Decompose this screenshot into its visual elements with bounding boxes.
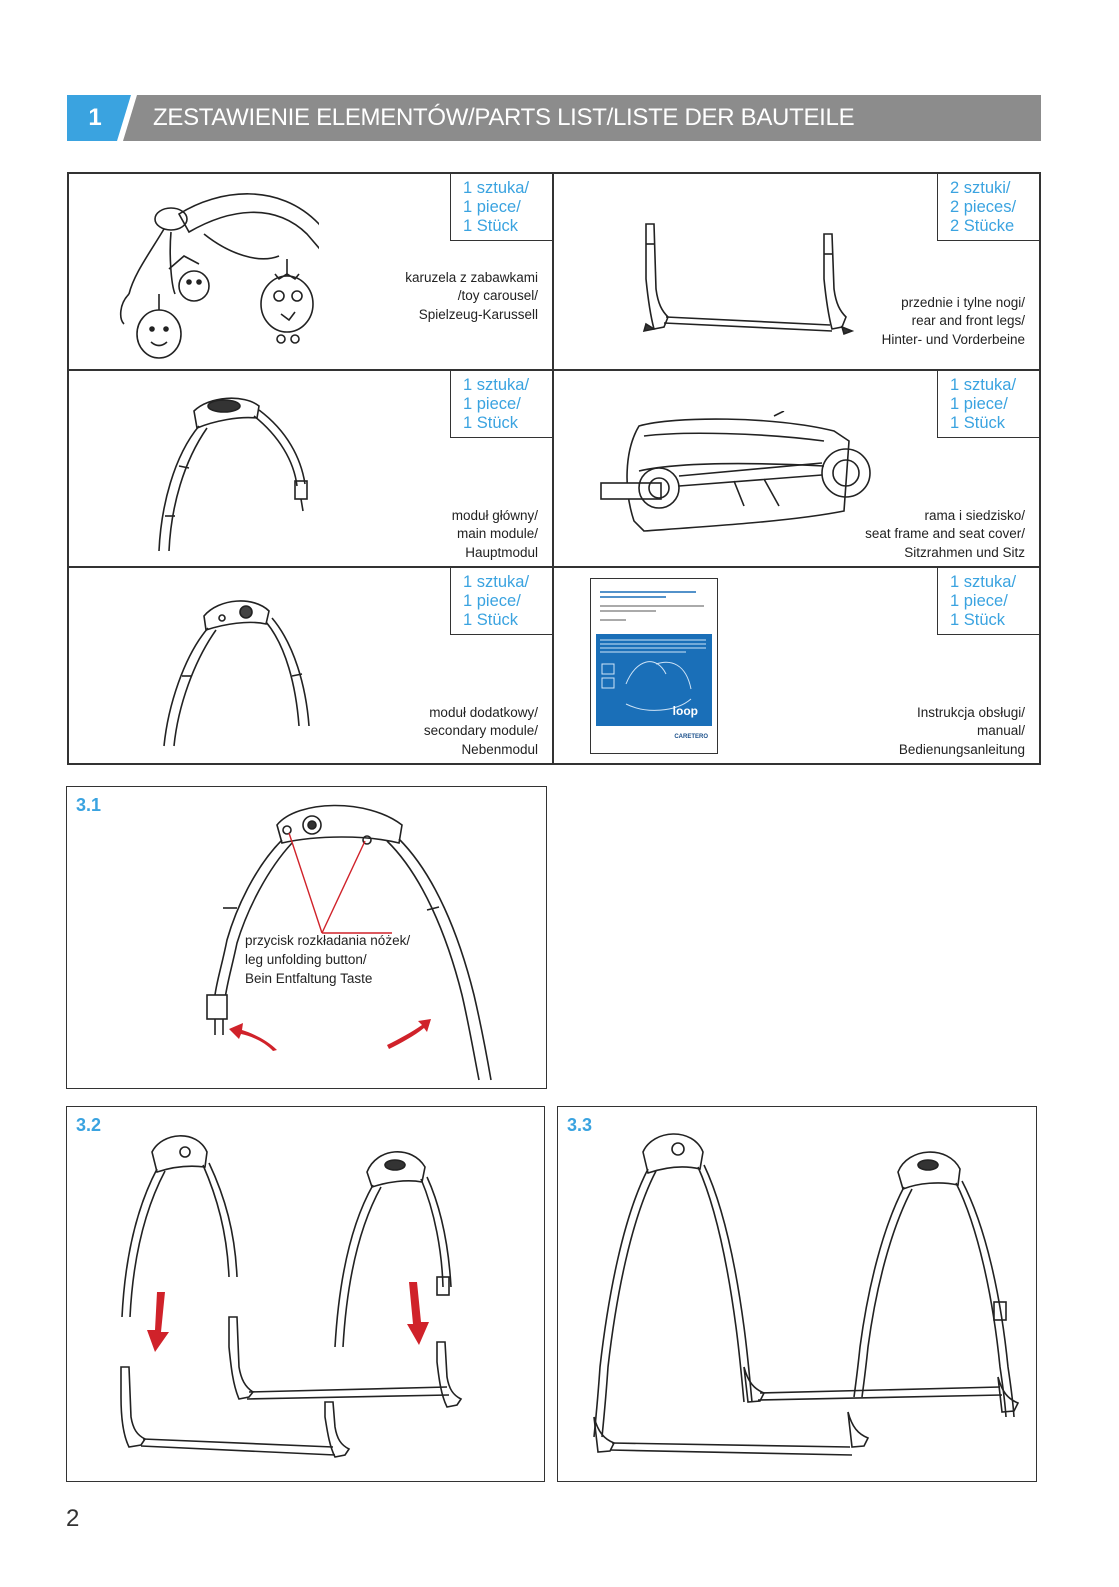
desc-line: main module/ (456, 526, 538, 541)
qty-box: 1 sztuka/ 1 piece/ 1 Stück (450, 567, 553, 635)
qty-line: 1 Stück (463, 611, 519, 629)
qty-line: 1 sztuka/ (463, 573, 530, 591)
part-cell-manual: loop CARETERO 1 sztuka/ 1 piece/ 1 Stück… (553, 567, 1040, 764)
qty-box: 1 sztuka/ 1 piece/ 1 Stück (450, 173, 553, 241)
desc-line: moduł dodatkowy/ (429, 704, 538, 720)
parts-list-grid: 1 sztuka/ 1 piece/ 1 Stück karuzela z za… (67, 172, 1041, 765)
qty-line: 1 sztuka/ (463, 376, 530, 394)
part-description: Instrukcja obsługi/ manual/ Bedienungsan… (899, 704, 1025, 760)
qty-line: 2 sztuki/ (950, 179, 1011, 197)
desc-line: Sitzrahmen und Sitz (904, 544, 1025, 560)
qty-line: 1 piece/ (950, 395, 1008, 413)
callout-line: przycisk rozkładania nóżek/ (245, 933, 411, 948)
part-cell-legs: 2 sztuki/ 2 pieces/ 2 Stücke przednie i … (553, 173, 1040, 370)
section-header: 1 ZESTAWIENIE ELEMENTÓW/PARTS LIST/LISTE… (67, 95, 1041, 141)
part-description: karuzela z zabawkami /toy carousel/ Spie… (405, 269, 538, 325)
desc-line: /toy carousel/ (457, 288, 538, 303)
step-label: 3.1 (76, 795, 102, 815)
step-3-1-panel: 3.1 przycisk rozkładania nóżek/ leg unfo… (66, 786, 547, 1089)
qty-line: 1 Stück (950, 611, 1006, 629)
toy-carousel-icon (119, 193, 319, 359)
qty-line: 2 Stücke (950, 217, 1015, 235)
leg-unfold-callout: przycisk rozkładania nóżek/ leg unfoldin… (245, 931, 410, 988)
step-label: 3.3 (567, 1115, 593, 1135)
qty-line: 1 piece/ (950, 592, 1008, 610)
desc-line: seat frame and seat cover/ (865, 526, 1025, 541)
manual-brand: loop (672, 704, 698, 718)
secondary-module-icon (163, 600, 310, 747)
desc-line: Hinter- und Vorderbeine (881, 331, 1025, 347)
desc-line: Spielzeug-Karussell (418, 306, 538, 322)
desc-line: przednie i tylne nogi/ (901, 294, 1025, 310)
swing-illustration-icon (600, 639, 706, 711)
manual-cover-lines (600, 591, 704, 621)
rotate-arrows (229, 1019, 431, 1051)
manual-maker-logo: CARETERO (674, 734, 708, 740)
manual-cover-panel: loop (596, 634, 712, 726)
main-module-icon (158, 397, 308, 552)
callout-line: leg unfolding button/ (245, 952, 367, 967)
qty-line: 2 pieces/ (950, 198, 1017, 216)
qty-box: 2 sztuki/ 2 pieces/ 2 Stücke (937, 173, 1040, 241)
qty-line: 1 Stück (463, 217, 519, 235)
step-3-3-panel: 3.3 (557, 1106, 1037, 1482)
part-cell-main-module: 1 sztuka/ 1 piece/ 1 Stück moduł główny/… (68, 370, 553, 567)
part-description: moduł główny/ main module/ Hauptmodul (452, 507, 538, 563)
part-description: rama i siedzisko/ seat frame and seat co… (865, 507, 1025, 563)
part-description: przednie i tylne nogi/ rear and front le… (882, 294, 1025, 350)
desc-line: rear and front legs/ (911, 313, 1025, 328)
callout-line: Bein Entfaltung Taste (245, 971, 373, 986)
qty-line: 1 sztuka/ (950, 573, 1017, 591)
qty-box: 1 sztuka/ 1 piece/ 1 Stück (937, 370, 1040, 438)
attach-legs-illustration (120, 1135, 463, 1458)
desc-line: secondary module/ (423, 723, 538, 738)
qty-line: 1 piece/ (463, 592, 521, 610)
desc-line: Bedienungsanleitung (898, 741, 1025, 757)
legs-icon (642, 223, 855, 336)
step-3-2-panel: 3.2 (66, 1106, 545, 1482)
desc-line: Instrukcja obsługi/ (916, 704, 1025, 720)
part-description: moduł dodatkowy/ secondary module/ Neben… (424, 704, 538, 760)
part-cell-seat-frame: 1 sztuka/ 1 piece/ 1 Stück rama i siedzi… (553, 370, 1040, 567)
step-label: 3.2 (76, 1115, 102, 1135)
qty-line: 1 sztuka/ (463, 179, 530, 197)
desc-line: Hauptmodul (465, 544, 538, 560)
section-title: ZESTAWIENIE ELEMENTÓW/PARTS LIST/LISTE D… (153, 104, 855, 131)
qty-box: 1 sztuka/ 1 piece/ 1 Stück (937, 567, 1040, 635)
qty-line: 1 Stück (950, 414, 1006, 432)
page-number: 2 (66, 1505, 80, 1532)
assembled-frame-illustration (593, 1133, 1020, 1456)
desc-line: rama i siedzisko/ (924, 507, 1025, 523)
part-cell-secondary-module: 1 sztuka/ 1 piece/ 1 Stück moduł dodatko… (68, 567, 553, 764)
down-arrows (147, 1282, 429, 1352)
module-unfold-illustration (206, 804, 492, 1081)
header-banner (67, 95, 1041, 141)
qty-line: 1 Stück (463, 414, 519, 432)
part-cell-toy-carousel: 1 sztuka/ 1 piece/ 1 Stück karuzela z za… (68, 173, 553, 370)
desc-line: Nebenmodul (461, 741, 538, 757)
seat-frame-icon (600, 411, 871, 532)
qty-line: 1 sztuka/ (950, 376, 1017, 394)
section-number: 1 (88, 104, 102, 131)
desc-line: karuzela z zabawkami (405, 269, 538, 285)
qty-line: 1 piece/ (463, 395, 521, 413)
desc-line: manual/ (976, 723, 1025, 738)
desc-line: moduł główny/ (451, 507, 538, 523)
qty-line: 1 piece/ (463, 198, 521, 216)
manual-booklet-icon: loop CARETERO (590, 578, 718, 754)
qty-box: 1 sztuka/ 1 piece/ 1 Stück (450, 370, 553, 438)
